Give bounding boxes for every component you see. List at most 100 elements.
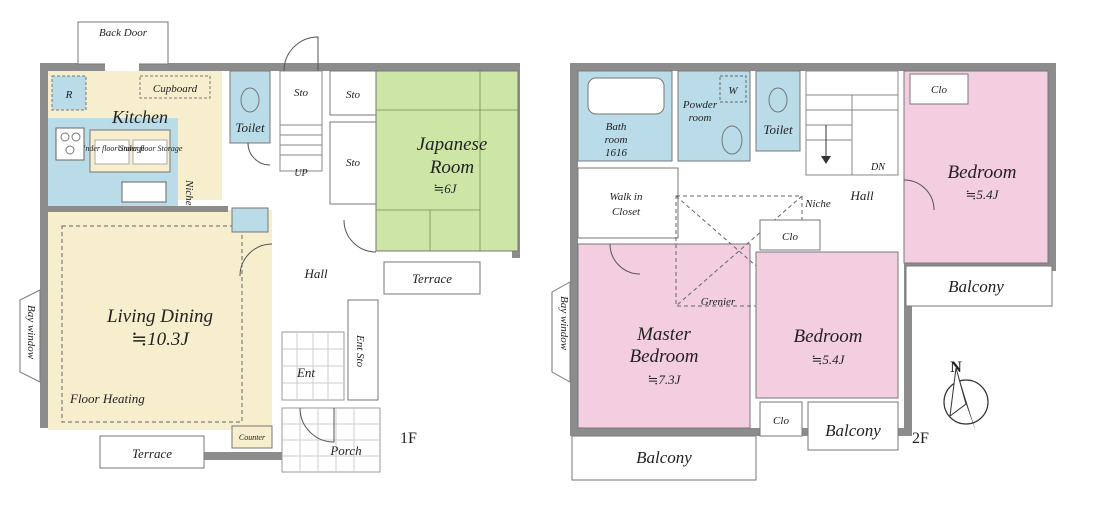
hall-label-2f: Hall <box>849 188 874 203</box>
living-dining-size: ≒10.3J <box>131 329 190 350</box>
japanese-room-label-1: Japanese <box>417 134 488 155</box>
bay-window-label-2f: Bay window <box>558 296 570 351</box>
storage-b-label: Sto <box>346 157 361 169</box>
back-door-landing <box>77 21 169 65</box>
balcony-right <box>905 265 1053 307</box>
bay-window-1f <box>19 289 41 383</box>
up-label: UP <box>294 168 307 179</box>
living-dining-label: Living Dining <box>106 306 213 327</box>
bay-window-label-1f: Bay window <box>25 305 37 360</box>
washer-label: W <box>728 85 738 97</box>
japanese-room-size: ≒6J <box>433 181 457 196</box>
terrace-right <box>383 261 481 295</box>
first-floor: Under floor Storage Under floor Storage … <box>19 21 520 473</box>
under-floor-storage-1 <box>94 139 130 165</box>
stove <box>55 127 85 161</box>
storage-a <box>329 70 377 116</box>
counter <box>231 425 273 449</box>
clo-mid-label: Clo <box>782 231 798 243</box>
japanese-room-label-2: Room <box>429 157 474 178</box>
second-floor: Bath room 1616 W Powder room Toilet DN W… <box>551 63 1056 481</box>
bedroom-right-size: ≒5.4J <box>966 187 1000 202</box>
walk-in-closet <box>577 167 679 239</box>
powder-room <box>677 70 751 162</box>
closet-bottom <box>759 401 803 437</box>
refrigerator <box>51 75 87 111</box>
master-label-1: Master <box>636 324 691 345</box>
bay-window-2f <box>551 281 571 383</box>
compass-needle <box>956 368 976 432</box>
clo-bottom-label: Clo <box>773 415 789 427</box>
toilet-2f <box>755 70 801 152</box>
refrigerator-label: R <box>65 89 73 101</box>
terrace-right-label: Terrace <box>412 271 452 286</box>
ent-label: Ent <box>296 365 315 380</box>
master-bedroom <box>577 243 751 429</box>
bedroom-right-door <box>903 179 935 211</box>
under-floor-storage-2 <box>132 139 168 165</box>
powder-label-2: room <box>689 112 712 124</box>
bath-label-2: room <box>605 134 628 146</box>
storage-a-label: Sto <box>346 89 361 101</box>
entrance-storage <box>347 299 379 401</box>
dn-label: DN <box>870 162 886 173</box>
bedroom-mid-size: ≒5.4J <box>812 352 846 367</box>
grenier-outline <box>675 195 803 307</box>
counter-label: Counter <box>239 433 266 442</box>
closet-mid <box>759 219 821 251</box>
ent-sto-label: Ent Sto <box>354 334 366 368</box>
closet-top <box>909 73 969 105</box>
compass-needle-white <box>949 367 967 418</box>
balcony-right-label: Balcony <box>948 277 1004 296</box>
porch-label: Porch <box>329 443 361 458</box>
master-size: ≒7.3J <box>648 372 682 387</box>
wash-basin-1f <box>231 207 269 233</box>
wall-kitchen-living <box>48 206 228 212</box>
cupboard <box>139 75 211 99</box>
back-door-opening <box>105 63 139 71</box>
balcony-bottom-label: Balcony <box>636 448 692 467</box>
toilet-1f <box>229 70 271 144</box>
balcony-mid <box>807 401 899 451</box>
terrace-bottom <box>99 435 205 469</box>
living-dining-area <box>48 210 272 430</box>
living-door <box>239 243 273 277</box>
storage-top-label: Sto <box>294 87 309 99</box>
compass-ring <box>943 379 989 425</box>
entrance-tiles <box>281 331 345 401</box>
floor-label-2f: 2F <box>912 430 929 447</box>
hall-label-1f: Hall <box>303 266 328 281</box>
master-door <box>609 243 641 275</box>
powder-label-1: Powder <box>682 99 718 111</box>
bathtub <box>587 77 665 115</box>
terrace-bottom-label: Terrace <box>132 446 172 461</box>
clo-top-label: Clo <box>931 84 947 96</box>
walk-in-label-1: Walk in <box>610 191 643 203</box>
floor-heating-zone <box>61 225 243 423</box>
japanese-room <box>375 70 519 252</box>
balcony-bottom <box>571 435 757 481</box>
entrance-door <box>299 407 335 443</box>
toilet-label-1f: Toilet <box>235 120 265 135</box>
toilet-label-2f: Toilet <box>763 122 793 137</box>
niche-label-1f: Niche <box>183 179 195 206</box>
master-label-2: Bedroom <box>630 346 699 367</box>
cutout-bottom-left <box>40 428 100 468</box>
grenier-label: Grenier <box>701 296 736 308</box>
storage-b <box>329 121 377 205</box>
under-floor-label-2: Under floor Storage <box>118 144 183 153</box>
niche-label-2f: Niche <box>804 198 831 210</box>
kitchen-sink <box>121 181 167 203</box>
floor-heating-label: Floor Heating <box>69 391 145 406</box>
japanese-room-door <box>343 219 377 253</box>
bath-label-3: 1616 <box>605 147 628 159</box>
toilet-door-1f <box>247 142 271 166</box>
washer-space <box>719 75 747 103</box>
storage-door-top <box>283 36 319 72</box>
kitchen-label: Kitchen <box>111 107 168 127</box>
porch-tiles <box>281 407 381 473</box>
walk-in-label-2: Closet <box>612 206 641 218</box>
under-floor-label-1: Under floor Storage <box>80 144 145 153</box>
back-door-label: Back Door <box>99 27 148 39</box>
